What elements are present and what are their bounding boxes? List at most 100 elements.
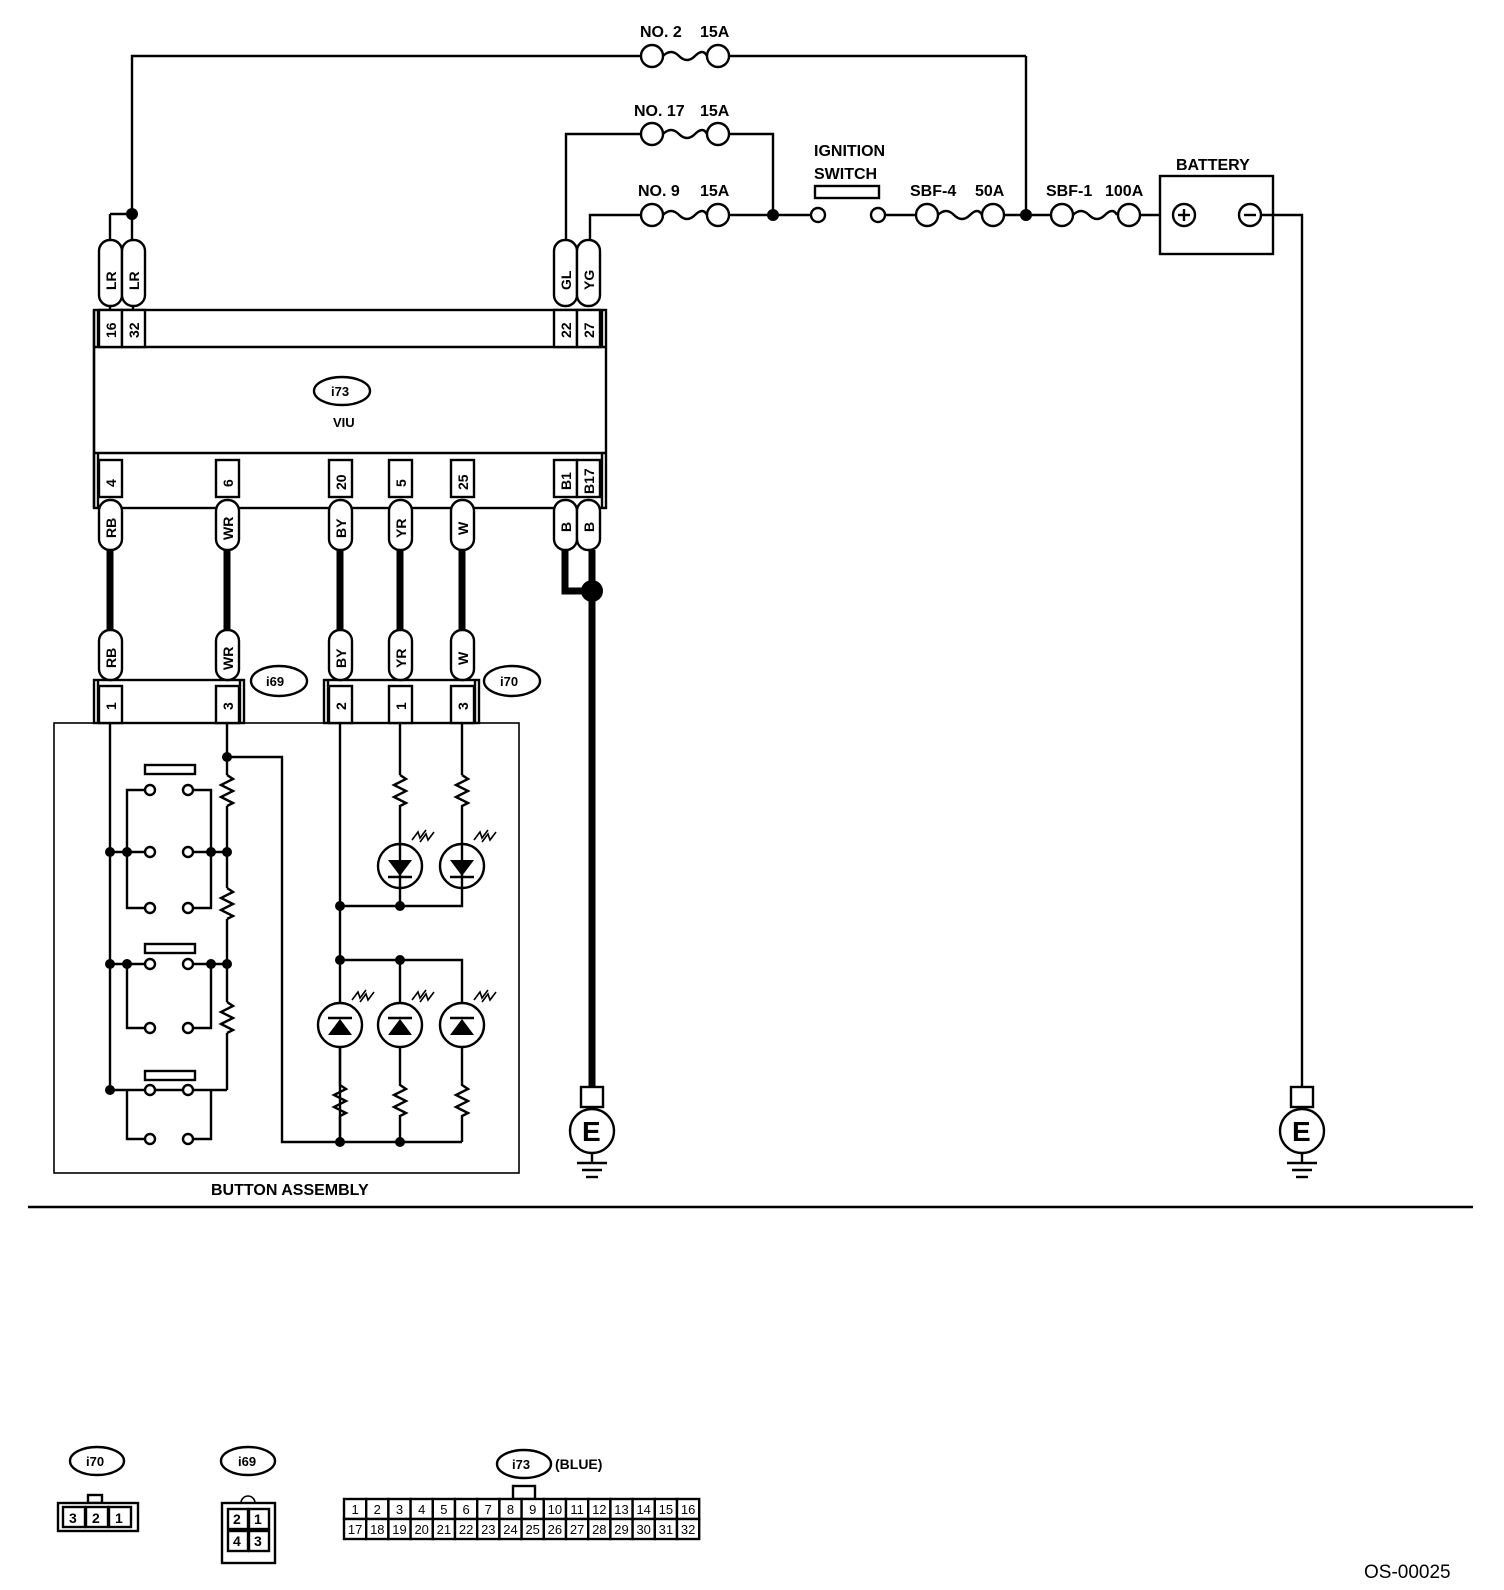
ignition-switch-label-1: IGNITION	[814, 143, 885, 160]
ground-2	[1278, 1085, 1326, 1179]
i73-cell-label: 15	[659, 1502, 673, 1517]
i73-cell-label: 28	[592, 1522, 606, 1537]
viu-label: VIU	[333, 415, 355, 430]
i70-wire-3: W	[455, 651, 471, 665]
view-i69-cell-2: 1	[254, 1511, 262, 1527]
ground-1	[568, 1085, 616, 1179]
i70-pin-2: 1	[393, 702, 409, 710]
i73-cell	[675, 1517, 701, 1541]
view-i73-id: i73	[512, 1457, 530, 1472]
view-i69-id: i69	[238, 1454, 256, 1469]
i73-cell-label: 7	[485, 1502, 492, 1517]
i73-cell-label: 26	[548, 1522, 562, 1537]
viu-bottom-wire-2: WR	[220, 517, 236, 540]
viu-bottom-wire-5: W	[455, 521, 471, 535]
view-i70-cell-3: 1	[115, 1510, 123, 1526]
i73-cell-label: 17	[348, 1522, 362, 1537]
figure-code: OS-00025	[1364, 1562, 1451, 1583]
view-i69-cell-3: 4	[233, 1533, 241, 1549]
i69-wire-2: WR	[220, 647, 236, 670]
viu-top-pin-3: 22	[558, 322, 574, 338]
i73-cell-label: 30	[636, 1522, 650, 1537]
viu-top-pin-1: 16	[103, 322, 119, 338]
ignition-switch	[809, 184, 887, 224]
fuse-no17-rating: 15A	[700, 103, 730, 120]
i73-cell-label: 22	[459, 1522, 473, 1537]
viu-bottom-pin-1: 4	[103, 479, 119, 487]
harness-wires	[106, 550, 603, 1087]
fuse-no17-name: NO. 17	[634, 103, 685, 120]
battery	[1158, 174, 1275, 256]
viu-top-pins	[97, 238, 602, 349]
i70-id: i70	[500, 674, 518, 689]
fuse-no9	[639, 202, 731, 228]
i73-cell-label: 10	[548, 1502, 562, 1517]
i73-cell-label: 20	[414, 1522, 428, 1537]
i73-cell-label: 12	[592, 1502, 606, 1517]
viu-top-pin-4: 27	[581, 322, 597, 338]
viu-bottom-wire-1: RB	[103, 518, 119, 538]
view-i69-cell-1: 2	[233, 1511, 241, 1527]
viu-top-wire-3: GL	[558, 270, 574, 290]
viu-bottom-pin-5: 25	[455, 474, 471, 490]
i73-cell-label: 6	[462, 1502, 469, 1517]
i73-cell-label: 16	[681, 1502, 695, 1517]
fuse-sbf1-name: SBF-1	[1046, 183, 1092, 200]
fuse-no2-rating: 15A	[700, 24, 730, 41]
i73-cell-label: 29	[614, 1522, 628, 1537]
i69-id: i69	[266, 674, 284, 689]
i73-cell-label: 8	[507, 1502, 514, 1517]
fuse-no9-rating: 15A	[700, 183, 730, 200]
connector-view-i69	[219, 1445, 277, 1565]
i70-wire-1: BY	[333, 648, 349, 668]
i73-cell-label: 11	[570, 1502, 584, 1517]
connector-i69	[92, 628, 309, 725]
viu-top-wire-1: LR	[103, 271, 119, 290]
button-assembly	[53, 722, 520, 1174]
fuse-no2	[639, 43, 731, 69]
i73-cell-label: 9	[529, 1502, 536, 1517]
view-i70-cell-2: 2	[92, 1510, 100, 1526]
i73-cell-label: 2	[374, 1502, 381, 1517]
viu-bottom-wire-3: BY	[333, 518, 349, 538]
i69-pin-2: 3	[220, 702, 236, 710]
view-i70-id: i70	[86, 1454, 104, 1469]
button-assembly-label: BUTTON ASSEMBLY	[211, 1182, 369, 1199]
i73-cell-label: 31	[659, 1522, 673, 1537]
fuse-no17	[639, 121, 731, 147]
viu-top-pin-2: 32	[126, 322, 142, 338]
i73-cell-label: 23	[481, 1522, 495, 1537]
i69-wire-1: RB	[103, 648, 119, 668]
i73-cell-label: 4	[418, 1502, 425, 1517]
i73-cell-label: 27	[570, 1522, 584, 1537]
viu-top-wire-4: YG	[581, 270, 597, 290]
i69-pin-1: 1	[103, 702, 119, 710]
i73-cell-label: 14	[636, 1502, 650, 1517]
i73-cell-label: 18	[370, 1522, 384, 1537]
viu-bottom-pins	[97, 458, 602, 552]
i73-cell-label: 3	[396, 1502, 403, 1517]
viu-bottom-wire-4: YR	[393, 519, 409, 538]
ground-1-label: E	[582, 1116, 601, 1147]
viu-bottom-pin-6: B1	[558, 472, 574, 490]
viu-bottom-pin-4: 5	[393, 479, 409, 487]
i73-cell-label: 5	[440, 1502, 447, 1517]
fuse-no9-name: NO. 9	[638, 183, 680, 200]
i73-cell-label: 21	[437, 1522, 451, 1537]
i70-pin-3: 3	[455, 702, 471, 710]
fuse-sbf4-name: SBF-4	[910, 183, 956, 200]
viu-bottom-wire-6: B	[558, 522, 574, 532]
viu-bottom-pin-2: 6	[220, 479, 236, 487]
view-i69-cell-4: 3	[254, 1533, 262, 1549]
view-i70-cell-1: 3	[69, 1510, 77, 1526]
i73-cell-label: 25	[525, 1522, 539, 1537]
fuse-sbf1-rating: 100A	[1105, 183, 1144, 200]
i70-wire-2: YR	[393, 649, 409, 668]
fuse-sbf4-rating: 50A	[975, 183, 1005, 200]
fuse-no2-name: NO. 2	[640, 24, 682, 41]
ground-2-label: E	[1292, 1116, 1311, 1147]
ignition-switch-label-2: SWITCH	[814, 166, 877, 183]
